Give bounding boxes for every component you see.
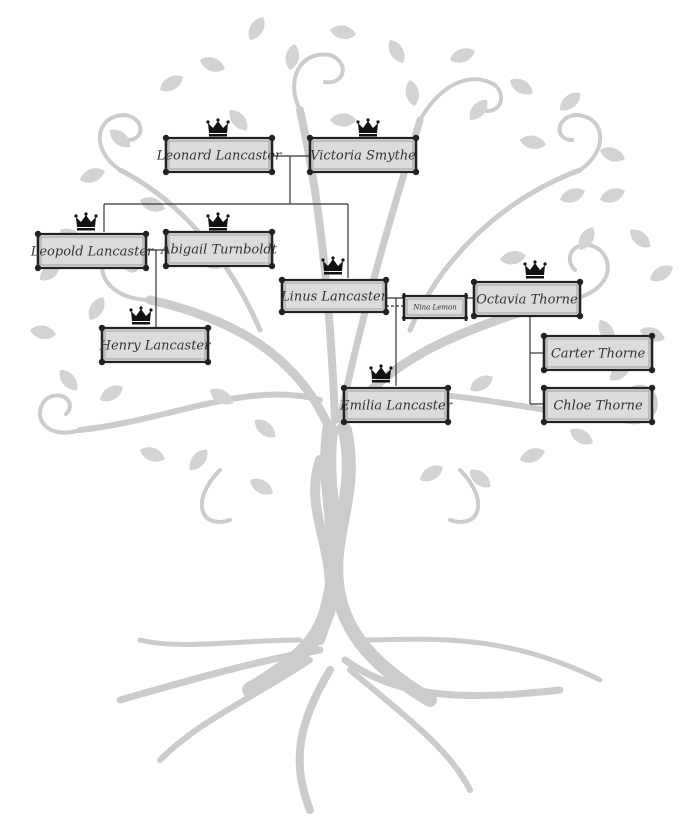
leaf-shape	[625, 224, 655, 253]
leaf-shape	[384, 36, 409, 67]
name-scroll	[164, 230, 274, 268]
person-name: Linus Lancaster	[280, 290, 388, 305]
person-node-abigail: Abigail Turnboldt	[160, 212, 278, 270]
person-name: Chloe Thorne	[553, 399, 643, 414]
leaf-shape	[506, 74, 537, 99]
person-node-octavia: Octavia Thorne	[470, 260, 584, 320]
leaf-shape	[330, 113, 357, 127]
crown-icon	[356, 118, 380, 137]
person-node-henry: Henry Lancaster	[99, 306, 212, 366]
person-name: Victoria Smythe	[310, 149, 416, 164]
leaf-shape	[597, 143, 628, 166]
name-scroll	[280, 278, 388, 314]
person-node-linus: Linus Lancaster	[278, 256, 390, 316]
person-name: Carter Thorne	[551, 347, 646, 362]
leaf-shape	[197, 53, 228, 76]
leaf-shape	[184, 445, 213, 475]
person-node-chloe: Chloe Thorne	[540, 384, 656, 426]
leaf-shape	[77, 164, 108, 187]
leaf-shape	[224, 105, 253, 135]
person-node-leopold: Leopold Lancaster	[30, 212, 154, 272]
leaf-shape	[447, 44, 478, 67]
person-node-nina: Nina Lemon	[402, 293, 468, 321]
leaf-shape	[416, 461, 447, 486]
crown-icon	[321, 256, 345, 275]
leaf-shape	[555, 87, 585, 116]
leaf-shape	[244, 13, 269, 44]
person-node-emilia: Emilia Lancaster	[339, 364, 453, 426]
crown-icon	[74, 212, 98, 231]
leaf-shape	[328, 23, 358, 42]
person-name: Emilia Lancaster	[339, 399, 453, 414]
leaf-shape	[54, 365, 83, 395]
leaf-shape	[517, 444, 548, 467]
leaf-shape	[156, 71, 187, 96]
leaf-shape	[246, 474, 277, 499]
leaf-shape	[96, 381, 127, 406]
leaf-shape	[518, 133, 548, 152]
leaf-shape	[466, 371, 497, 396]
name-scroll	[542, 334, 654, 372]
person-name: Leonard Lancaster	[156, 149, 282, 164]
crown-icon	[206, 118, 230, 137]
name-scroll	[164, 136, 274, 174]
leaf-shape	[557, 184, 588, 207]
person-name: Nina Lemon	[412, 304, 457, 312]
person-nodes: Leonard Lancaster Victoria SmytheLeopold …	[30, 118, 656, 426]
person-node-leonard: Leonard Lancaster	[156, 118, 282, 176]
leaf-shape	[597, 184, 628, 207]
crown-icon	[129, 306, 153, 325]
relationship-lines	[103, 155, 546, 405]
name-scroll	[542, 386, 654, 424]
person-node-victoria: Victoria Smythe	[306, 118, 420, 176]
leaf-shape	[498, 248, 528, 267]
leaf-shape	[465, 464, 495, 493]
leaf-shape	[250, 414, 280, 443]
leaf-shape	[84, 293, 109, 324]
crown-icon	[369, 364, 393, 383]
leaf-shape	[566, 424, 597, 449]
person-name: Leopold Lancaster	[30, 245, 154, 260]
person-name: Abigail Turnboldt	[160, 243, 278, 258]
leaf-shape	[28, 323, 58, 342]
name-scroll	[342, 386, 450, 424]
person-node-carter: Carter Thorne	[540, 332, 656, 374]
leaf-shape	[137, 443, 168, 466]
leaf-shape	[403, 78, 422, 108]
crown-icon	[206, 212, 230, 231]
person-name: Octavia Thorne	[476, 293, 578, 308]
leaf-shape	[646, 261, 677, 286]
person-name: Henry Lancaster	[99, 339, 211, 354]
crown-icon	[523, 260, 547, 279]
